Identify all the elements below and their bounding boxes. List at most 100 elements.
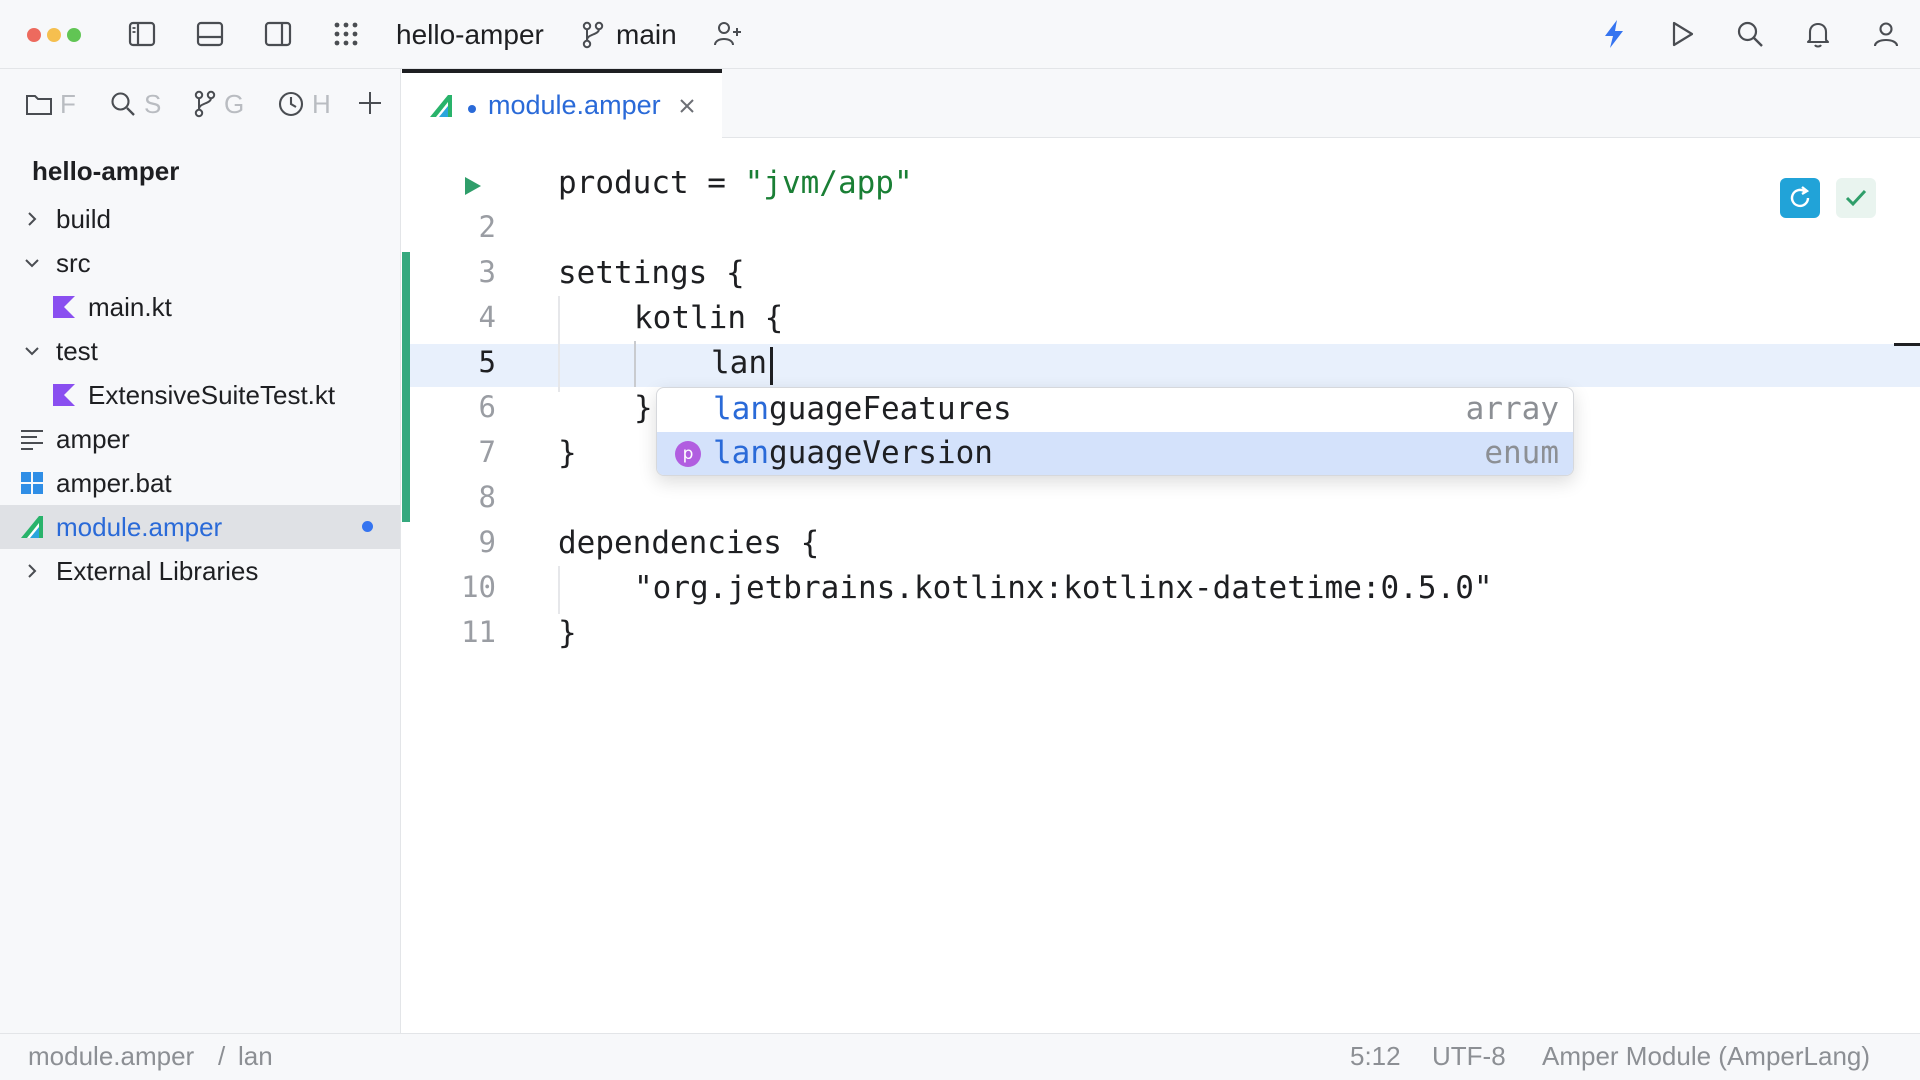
file-encoding[interactable]: UTF-8 [1432,1041,1506,1071]
modified-indicator [362,521,373,532]
tab-search-label: S [144,88,162,119]
code-line-6: } [634,390,653,426]
tab-project[interactable]: F [24,86,76,122]
text-file-icon [18,425,46,453]
line-number: 7 [478,435,496,469]
matched-prefix: lan [713,391,769,427]
branch-icon [192,89,218,119]
run-icon[interactable] [1662,16,1702,52]
editor-tabs: module.amper [402,69,1920,138]
main-menu-grid-icon[interactable] [326,16,366,52]
checkmark-icon [1843,185,1869,211]
scrollbar-marker[interactable] [1894,343,1920,346]
lightning-icon[interactable] [1594,16,1634,52]
caret-position[interactable]: 5:12 [1350,1041,1401,1071]
tab-module-amper[interactable]: module.amper [402,69,722,138]
code-line-1: product = "jvm/app" [558,165,913,201]
search-icon[interactable] [1730,16,1770,52]
maximize-window-button[interactable] [67,28,81,42]
code-token: product = [558,165,745,201]
code-string: "jvm/app" [744,165,913,201]
code-line-5: lan [711,345,767,381]
vcs-change-marker[interactable] [402,252,410,522]
tree-item-main-kt[interactable]: main.kt [0,285,400,329]
tree-item-label: ExtensiveSuiteTest.kt [88,379,336,410]
branch-widget[interactable]: main [580,0,677,69]
branch-icon [580,20,606,50]
tab-git-label: G [224,88,245,119]
close-icon[interactable] [676,95,698,117]
bottom-panel-toggle-icon[interactable] [190,16,230,52]
code-editor[interactable] [402,139,1920,1033]
close-window-button[interactable] [27,28,41,42]
tree-item-label: amper.bat [56,467,172,498]
chevron-right-icon[interactable] [20,559,44,583]
file-type[interactable]: Amper Module (AmperLang) [1542,1041,1871,1071]
add-tab-plus-icon[interactable] [352,85,388,121]
tool-window-tabs: F S G H [0,69,400,138]
no-problems-check-button[interactable] [1836,178,1876,218]
chevron-right-icon[interactable] [20,207,44,231]
user-account-icon[interactable] [1866,16,1906,52]
notifications-bell-icon[interactable] [1798,16,1838,52]
right-panel-toggle-icon[interactable] [258,16,298,52]
code-line-10: "org.jetbrains.kotlinx:kotlinx-datetime:… [634,570,1493,606]
chevron-down-icon[interactable] [20,339,44,363]
chevron-down-icon[interactable] [20,251,44,275]
tab-label: module.amper [488,90,661,120]
tab-project-label: F [60,88,76,119]
completion-item-type: array [1465,391,1559,427]
tab-search[interactable]: S [108,86,161,122]
tree-item-src[interactable]: src [0,241,400,285]
breadcrumb-file[interactable]: module.amper [28,1041,195,1071]
tree-item-amper-bat[interactable]: amper.bat [0,461,400,505]
clock-icon [276,89,306,119]
kotlin-file-icon [50,381,78,409]
tree-item-label: test [56,335,98,366]
line-number: 2 [478,210,496,244]
line-number: 11 [461,615,496,649]
breadcrumb-separator: / [218,1041,226,1071]
completion-item-languagefeatures[interactable]: languageFeatures array [657,388,1573,431]
tree-item-label: External Libraries [56,555,259,586]
tree-item-amper[interactable]: amper [0,417,400,461]
tree-item-external-libraries[interactable]: External Libraries [0,549,400,593]
completion-item-name: languageVersion [713,435,993,471]
project-name[interactable]: hello-amper [396,18,544,50]
tree-item-module-amper[interactable]: module.amper [0,505,400,549]
tree-item-label: module.amper [56,511,223,542]
completion-item-rest: guageVersion [769,435,993,471]
property-kind-icon: p [675,441,701,467]
line-number: 6 [478,390,496,424]
amper-file-icon [428,93,454,124]
completion-item-languageversion[interactable]: p languageVersion enum [657,432,1573,475]
indent-guide [558,566,560,614]
add-user-icon[interactable] [708,16,748,52]
tree-item-label: src [56,247,91,278]
tree-item-test[interactable]: test [0,329,400,373]
amper-file-icon [18,513,46,541]
project-tool-window: F S G H hello-amper [0,69,401,1033]
tree-item-extensivesuitetest-kt[interactable]: ExtensiveSuiteTest.kt [0,373,400,417]
reload-project-button[interactable] [1780,178,1820,218]
kotlin-file-icon [50,293,78,321]
tab-history-label: H [312,88,331,119]
line-number: 10 [461,570,496,604]
tab-history[interactable]: H [276,86,331,122]
line-number: 5 [478,345,496,379]
tab-git[interactable]: G [192,86,244,122]
run-gutter-icon[interactable] [458,172,486,200]
completion-item-type: enum [1484,435,1559,471]
tree-root[interactable]: hello-amper [0,149,400,193]
breadcrumb-element[interactable]: lan [238,1041,273,1071]
indent-guide [558,296,560,392]
line-number: 8 [478,480,496,514]
tab-modified-indicator [468,105,476,113]
code-line-3: settings { [558,255,745,291]
minimize-window-button[interactable] [47,28,61,42]
code-line-11: } [558,615,577,651]
line-number: 4 [478,300,496,334]
tree-item-build[interactable]: build [0,197,400,241]
code-line-7: } [558,435,577,471]
left-panel-toggle-icon[interactable] [122,16,162,52]
